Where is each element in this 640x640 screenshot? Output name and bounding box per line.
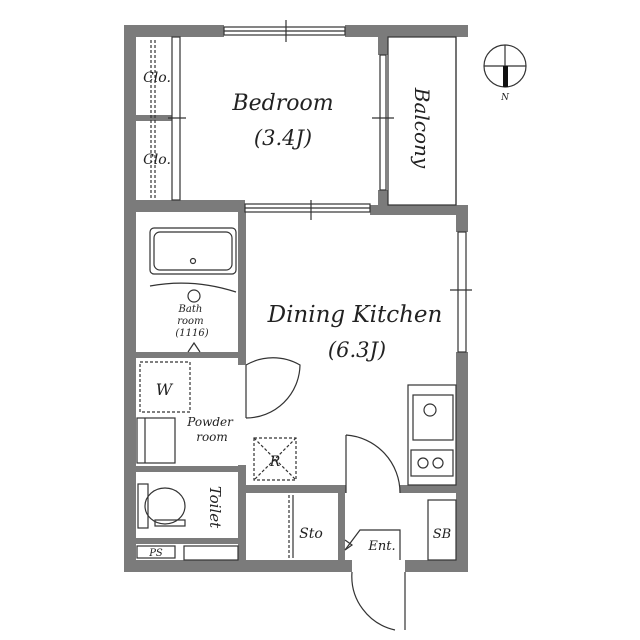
shoe-box-label: SB bbox=[433, 527, 451, 542]
balcony-label: Balcony bbox=[410, 87, 434, 169]
vanity bbox=[136, 417, 176, 464]
kitchen-counter bbox=[407, 384, 457, 486]
toilet-label: Toilet bbox=[206, 486, 224, 529]
walls bbox=[124, 25, 468, 572]
washer-label: W bbox=[156, 380, 174, 399]
bedroom-label: Bedroom bbox=[231, 91, 333, 116]
powder-room-label: Powder room bbox=[186, 415, 236, 444]
compass-icon bbox=[483, 44, 527, 88]
toilet-fixture bbox=[137, 483, 186, 529]
compass-north-label: N bbox=[500, 93, 510, 103]
entrance-inner-door[interactable] bbox=[345, 434, 401, 494]
bathtub bbox=[149, 227, 237, 353]
closet-label-top: Clo. bbox=[143, 70, 171, 86]
storage-label: Sto bbox=[299, 526, 323, 542]
pipe-space-label: PS bbox=[148, 548, 163, 559]
refrigerator-label: R bbox=[269, 454, 281, 470]
entrance-door[interactable] bbox=[351, 571, 406, 631]
dining-kitchen-size: (6.3J) bbox=[328, 338, 386, 362]
shoe-box bbox=[427, 499, 457, 561]
washer-space bbox=[139, 361, 191, 413]
powder-door[interactable] bbox=[245, 357, 301, 419]
closet-label-bottom: Clo. bbox=[143, 152, 171, 168]
bedroom-size: (3.4J) bbox=[254, 126, 312, 150]
bathroom-label: Bath room (1116) bbox=[175, 304, 208, 339]
refrigerator-space bbox=[253, 437, 297, 481]
pipe-space bbox=[136, 545, 176, 559]
entrance-label: Ent. bbox=[367, 539, 395, 554]
windows bbox=[168, 20, 472, 353]
dining-kitchen-label: Dining Kitchen bbox=[267, 302, 443, 328]
